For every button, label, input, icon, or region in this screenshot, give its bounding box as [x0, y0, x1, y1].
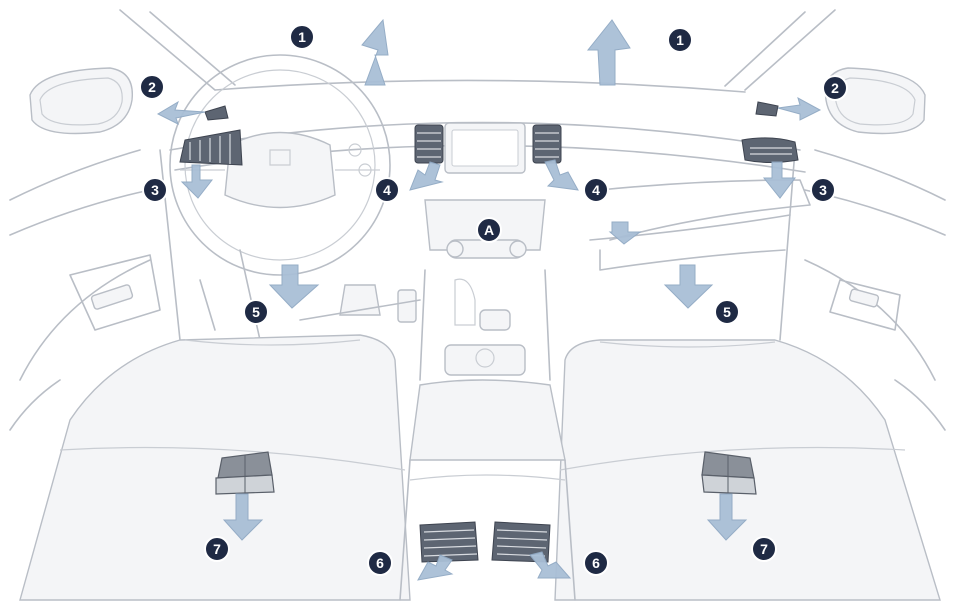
vent-seat-right [701, 451, 757, 495]
airflow-arrow-4-left [409, 161, 444, 191]
marker-5-right: 5 [714, 299, 740, 325]
svg-text:7: 7 [213, 541, 221, 557]
airflow-arrow-5-right [663, 264, 714, 309]
vent-center-right [532, 124, 562, 164]
marker-5-left: 5 [243, 299, 269, 325]
vent-right-side [741, 137, 799, 163]
svg-text:4: 4 [383, 182, 391, 198]
airflow-arrow-4-right [544, 159, 579, 191]
pedals [239, 249, 421, 341]
svg-text:A: A [484, 222, 494, 238]
svg-text:5: 5 [723, 304, 731, 320]
svg-text:6: 6 [592, 555, 600, 571]
airflow-arrow-6-left [417, 554, 454, 581]
armrest [399, 379, 576, 601]
left-mirror [29, 67, 134, 135]
airflow-arrow-3-right [762, 161, 796, 199]
marker-1-right: 1 [667, 27, 693, 53]
svg-text:2: 2 [831, 80, 839, 96]
airflow-arrow-6-right [529, 551, 572, 579]
airflow-arrow-2-right [777, 96, 822, 121]
airflow-arrow-3-left [180, 164, 214, 199]
vent-left-side [179, 129, 243, 166]
svg-text:3: 3 [819, 182, 827, 198]
airflow-arrow-1-left [361, 18, 389, 86]
airflow-arrow-dash-right [608, 221, 642, 245]
front-left-seat [19, 334, 411, 601]
svg-text:6: 6 [376, 555, 384, 571]
marker-7-right: 7 [751, 536, 777, 562]
center-screen [444, 122, 526, 174]
svg-text:3: 3 [151, 182, 159, 198]
marker-6-left: 6 [367, 550, 393, 576]
airflow-arrow-5-left [268, 264, 320, 309]
airflow-arrow-7-left [222, 493, 264, 541]
vent-center-left [414, 124, 444, 164]
right-mirror [824, 67, 926, 135]
vent-rear-left [419, 521, 479, 563]
svg-text:2: 2 [148, 79, 156, 95]
windshield-outline [119, 9, 836, 93]
svg-text:1: 1 [676, 32, 684, 48]
airflow-arrows [156, 18, 822, 581]
vent-seat-left [215, 451, 275, 495]
marker-2-right: 2 [822, 75, 848, 101]
marker-7-left: 7 [204, 536, 230, 562]
airflow-arrow-2-left [156, 100, 206, 125]
marker-A: A [476, 217, 502, 243]
marker-2-left: 2 [139, 74, 165, 100]
vent-left-side-small [204, 105, 229, 121]
airflow-arrow-1-right [586, 19, 631, 86]
vent-right-side-small [755, 101, 779, 117]
svg-text:5: 5 [252, 304, 260, 320]
marker-3-left: 3 [142, 177, 168, 203]
marker-4-right: 4 [583, 177, 609, 203]
svg-text:7: 7 [760, 541, 768, 557]
svg-text:1: 1 [298, 29, 306, 45]
marker-6-right: 6 [583, 550, 609, 576]
marker-3-right: 3 [810, 177, 836, 203]
center-console [419, 269, 551, 381]
marker-1-left: 1 [289, 24, 315, 50]
svg-text:4: 4 [592, 182, 600, 198]
airflow-arrow-7-right [706, 493, 748, 541]
marker-4-left: 4 [374, 177, 400, 203]
vent-rear-right [491, 521, 551, 563]
